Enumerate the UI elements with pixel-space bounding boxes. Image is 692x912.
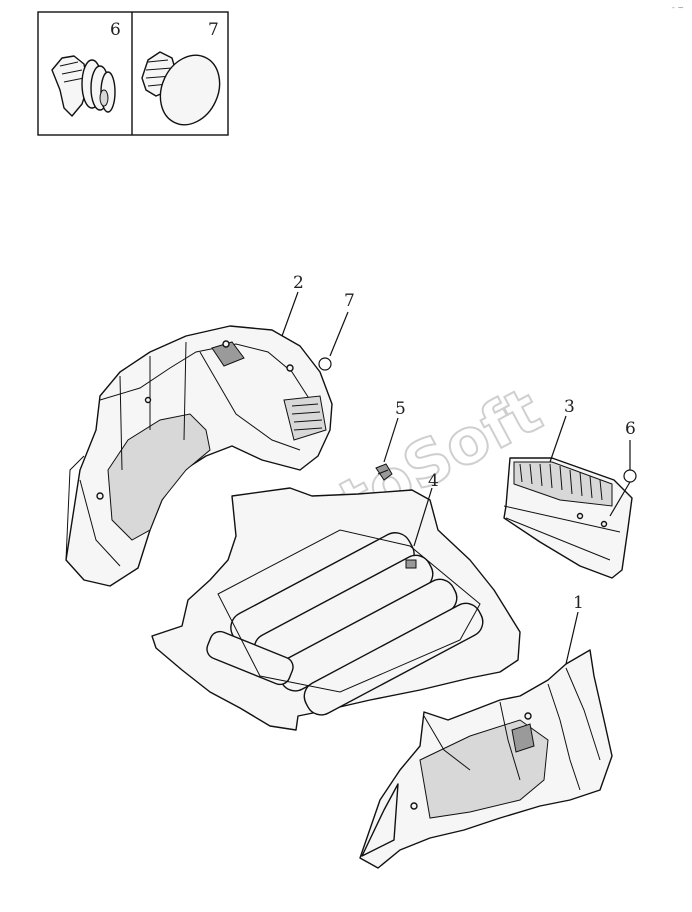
- trunk-floor-mat: [151, 487, 521, 731]
- callout-3: 3: [564, 397, 575, 417]
- callout-4: 4: [428, 471, 439, 491]
- right-wheelhouse-trim: [359, 649, 613, 869]
- callout-7: 7: [344, 291, 355, 311]
- leader-lines: [281, 291, 637, 665]
- push-clip-icon: [51, 55, 116, 117]
- left-wheelhouse-trim: [65, 325, 333, 587]
- callout-1: 1: [573, 593, 584, 613]
- callout-6: 6: [625, 419, 636, 439]
- rear-sill-cover: [503, 457, 633, 579]
- inset-label-6: 6: [110, 20, 121, 40]
- callout-2: 2: [293, 273, 304, 293]
- mat-ribs: [206, 532, 484, 716]
- callout-5: 5: [395, 399, 406, 419]
- inset-label-7: 7: [208, 20, 219, 40]
- fir-tree-clip-icon: [141, 51, 221, 126]
- corner-mark: - ~: [672, 3, 684, 12]
- retaining-clip: [375, 463, 393, 481]
- fastener-inset: 6 7: [37, 11, 229, 136]
